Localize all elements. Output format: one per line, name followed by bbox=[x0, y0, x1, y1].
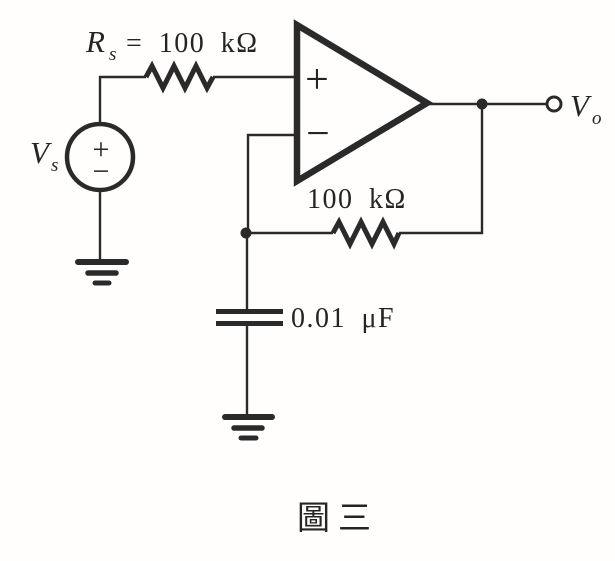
opamp-triangle bbox=[293, 19, 434, 187]
opamp-plus-label: + bbox=[305, 57, 329, 103]
output-terminal-circle bbox=[545, 95, 563, 113]
vs-minus-label: − bbox=[93, 155, 110, 188]
capacitor-label: 0.01 μF bbox=[291, 303, 395, 334]
resistor-rs-zigzag bbox=[143, 60, 216, 94]
opamp-minus-label: − bbox=[306, 111, 330, 157]
figure-caption: 圖三 bbox=[297, 501, 379, 537]
rs-symbol: R bbox=[85, 24, 105, 59]
ground-symbol-source bbox=[75, 259, 129, 286]
vs-plus-label: + bbox=[93, 133, 110, 166]
vo-symbol: V bbox=[570, 88, 592, 123]
wire-source-to-rs bbox=[98, 75, 146, 124]
wire-feedback-right bbox=[399, 104, 484, 235]
junction-dot-feedback-node bbox=[240, 227, 252, 239]
vs-source-circle bbox=[64, 121, 136, 193]
ground-symbol-capacitor bbox=[222, 414, 275, 441]
rs-subscript: s bbox=[109, 44, 116, 65]
junction-dot-output bbox=[476, 98, 488, 110]
vo-label: V o bbox=[570, 88, 602, 129]
feedback-resistor-label: 100 kΩ bbox=[307, 184, 407, 215]
vs-subscript: s bbox=[51, 155, 58, 176]
vs-symbol: V bbox=[30, 135, 52, 170]
vo-subscript: o bbox=[592, 108, 602, 129]
wire-opamp-minus-to-node bbox=[246, 133, 297, 233]
rs-label: R s = 100 kΩ bbox=[85, 24, 259, 65]
resistor-feedback-zigzag bbox=[330, 216, 402, 250]
capacitor-plates bbox=[216, 309, 283, 326]
rs-value: = 100 kΩ bbox=[126, 28, 259, 59]
vs-label: V s bbox=[30, 135, 58, 176]
